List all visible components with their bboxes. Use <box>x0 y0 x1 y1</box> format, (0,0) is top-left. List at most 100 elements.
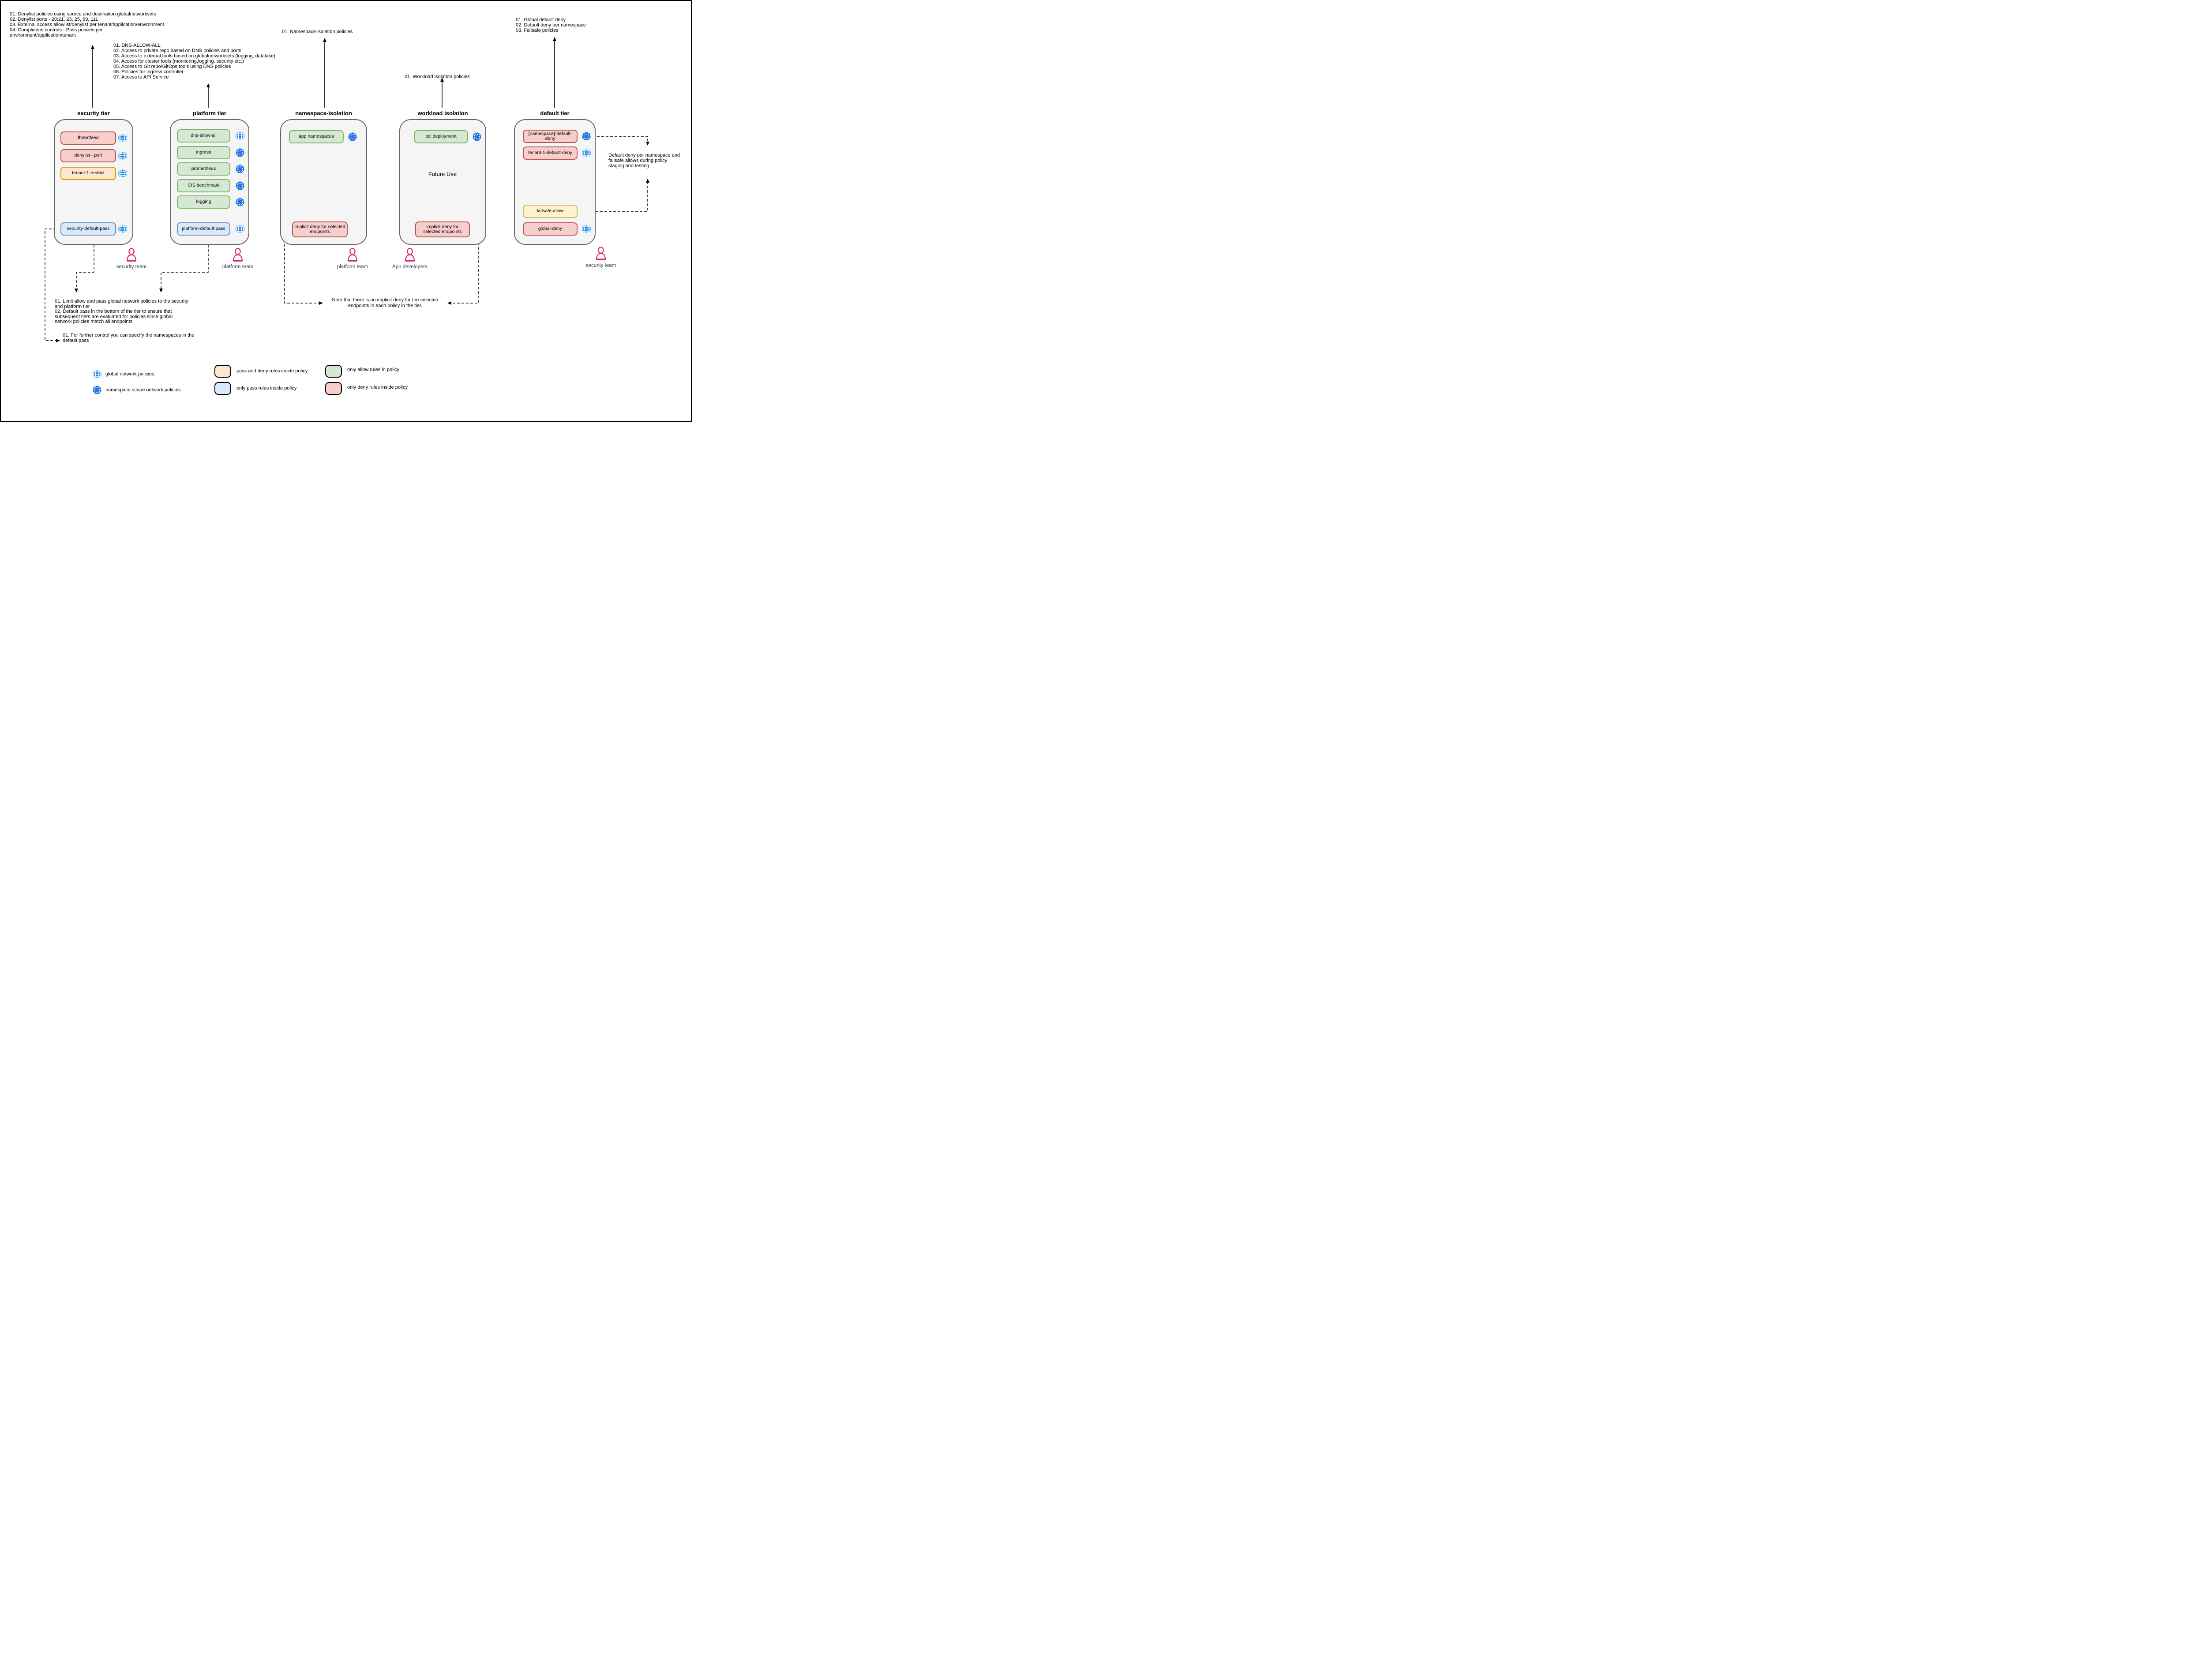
policy-box-threatfeed: threatfeed <box>60 131 116 145</box>
note-line: 05. Access to Git repo/GitOps tools usin… <box>113 64 231 69</box>
namespace-icon <box>348 132 357 142</box>
note-line: 07. Access to API Service <box>113 75 169 80</box>
namespace-icon <box>235 197 245 207</box>
workload-isolation-note: 01. Workload isolation policies <box>405 74 470 79</box>
team-label-platform-1: platform team <box>222 264 254 270</box>
legend-label-global: global network policies <box>105 371 154 377</box>
legend-label-only-deny: only deny rules inside policy <box>347 385 408 390</box>
note-line: 03. External access allowlist/denylist p… <box>10 22 164 27</box>
namespace-icon <box>235 181 245 191</box>
future-use-label: Future Use <box>428 171 457 177</box>
namespace-icon <box>472 132 482 142</box>
team-label-security-1: security team <box>116 264 147 270</box>
globe-icon <box>118 224 128 234</box>
namespace-isolation-note: 01. Namespace isolation policies <box>282 29 353 34</box>
tier-title-platform: platform tier <box>193 110 226 116</box>
security-team-notes: 01. Limit allow and pass global network … <box>55 299 188 325</box>
note-line: 02. Default deny per namespace <box>516 22 586 28</box>
person-icon <box>595 247 607 261</box>
globe-icon <box>235 224 245 234</box>
legend-label-pass-and-deny: pass and deny rules inside policy <box>236 368 308 374</box>
globe-icon <box>235 131 245 141</box>
note-line: failsafe allows during policy <box>608 158 668 163</box>
tier-title-workload-isolation: workload isolation <box>417 110 468 116</box>
note-line: network policies match all endpoints <box>55 319 133 324</box>
policy-box-tenant-1-default-deny: tenant-1-default-deny <box>523 146 578 160</box>
policy-box-dns-allow-all: dns-allow-all <box>177 129 230 142</box>
legend-swatch-only-deny <box>325 382 342 395</box>
team-label-security-2: security team <box>585 263 616 268</box>
person-icon <box>232 248 244 262</box>
note-line: Default deny per namespace and <box>608 153 680 158</box>
namespace-icon <box>235 164 245 174</box>
globe-icon <box>582 148 591 158</box>
policy-box-failsafe-allow: failsafe-allow <box>523 205 578 218</box>
policy-box-namespace-implicit-deny: implicit deny for selected endpoints <box>292 221 348 237</box>
policy-box-platform-default-pass: platform-default-pass <box>177 222 230 236</box>
note-line: 03. Failsafe policies <box>516 28 559 33</box>
policy-box-ingress: ingress <box>177 146 230 159</box>
legend-swatch-only-pass <box>214 382 231 395</box>
default-tier-notes: 01. Global default deny 02. Default deny… <box>516 17 586 33</box>
tier-title-security: security tier <box>77 110 110 116</box>
note-line: and platform tier <box>55 304 90 309</box>
tier-title-default: default tier <box>540 110 570 116</box>
policy-box-logging: logging <box>177 195 230 209</box>
note-line: 01. For further control you can specify … <box>63 333 195 338</box>
globe-icon <box>118 151 128 161</box>
namespace-icon <box>235 148 245 158</box>
legend-label-only-pass: only pass rules inside policy <box>236 386 297 391</box>
note-line: Note that there is an implicit deny for … <box>332 297 439 303</box>
legend-label-namespace: namespace scope network policies <box>105 387 181 393</box>
policy-box-app-namespaces: app namespaces <box>289 130 344 143</box>
policy-box-cis-benchmark: CIS benchmark <box>177 179 230 192</box>
note-line: staging and testing <box>608 163 649 169</box>
namespace-icon <box>92 385 102 395</box>
policy-box-prometheus: prometheus <box>177 162 230 176</box>
policy-box-denylist-port: denylist - port <box>60 149 116 162</box>
legend-label-only-allow: only allow rules in policy <box>347 367 399 372</box>
dashed-namespace-default-deny-to-note <box>593 136 649 146</box>
note-line: 02. Denylist ports - 20:21, 23, 25, 69, … <box>10 17 98 22</box>
policy-box-global-deny: global-deny <box>523 222 578 236</box>
policy-box-pci-deployment: pci deployment <box>414 130 468 143</box>
note-line: 01. Global default deny <box>516 17 566 22</box>
person-icon <box>126 248 137 262</box>
note-line: 02. Access to private repo based on DNS … <box>113 48 241 53</box>
team-label-platform-2: platform team <box>337 264 368 270</box>
globe-icon <box>118 133 128 143</box>
platform-tier-notes: 01. DNS-ALLOW-ALL 02. Access to private … <box>113 43 275 80</box>
security-tier-notes: 01. Denylist policies using source and d… <box>10 11 164 38</box>
default-deny-note: Default deny per namespace and failsafe … <box>608 153 680 169</box>
note-line: 03. Access to external tools based on gl… <box>113 53 275 59</box>
implicit-deny-note: Note that there is an implicit deny for … <box>328 297 443 308</box>
dashed-platform-tier-to-team-note <box>159 245 209 292</box>
policy-box-security-default-pass: security-default-pass <box>60 222 116 236</box>
note-line: subsequent tiers are evaluated for polic… <box>55 314 173 319</box>
note-line: 01. Limit allow and pass global network … <box>55 299 188 304</box>
policy-box-namespace-default-deny: [namespace]-default-deny <box>523 130 578 143</box>
policy-box-workload-implicit-deny: implicit deny for selected endpoints <box>415 221 470 237</box>
globe-icon <box>582 224 591 234</box>
policy-box-tenant-1-restrict: tenant-1-restrict <box>60 167 116 180</box>
namespace-icon <box>582 131 591 141</box>
globe-icon <box>118 169 128 178</box>
note-line: 01. Denylist policies using source and d… <box>10 11 156 17</box>
note-line: 06. Policies for ingress controller <box>113 69 184 75</box>
note-line: 02. Default pass in the bottom of the ti… <box>55 309 172 314</box>
person-icon <box>347 248 358 262</box>
note-line: endpoints in each policy in the tier. <box>348 303 423 308</box>
further-control-notes: 01. For further control you can specify … <box>63 333 194 343</box>
dashed-security-tier-to-team-note <box>75 245 94 292</box>
note-line: 04. Compliance controls - Pass policies … <box>10 27 103 33</box>
globe-icon <box>92 369 102 379</box>
diagram-canvas: 01. Denylist policies using source and d… <box>0 0 692 422</box>
note-line: environment/application/tenant <box>10 33 76 38</box>
legend-swatch-only-allow <box>325 365 342 378</box>
tier-title-namespace-isolation: namespace-isolation <box>295 110 352 116</box>
person-icon <box>404 248 416 262</box>
team-label-app-developers: App developers <box>392 264 428 270</box>
note-line: default pass <box>63 338 89 343</box>
note-line: 01. DNS-ALLOW-ALL <box>113 43 161 48</box>
legend-swatch-pass-and-deny <box>214 365 231 378</box>
